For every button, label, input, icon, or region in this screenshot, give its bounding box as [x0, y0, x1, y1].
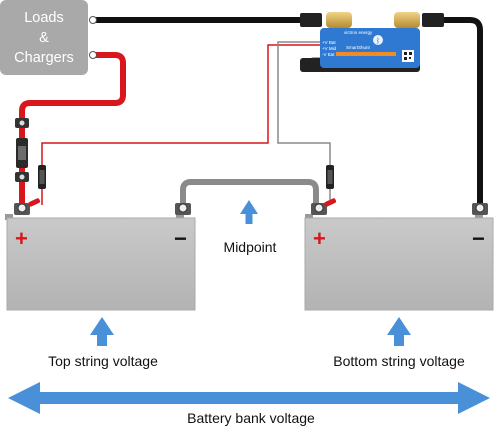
battery-1-minus-symbol: −	[174, 226, 187, 251]
loads-positive-terminal	[89, 51, 97, 59]
shunt-pin-vbat: +V Bat	[322, 40, 336, 45]
shunt-pin-vmid: +V Mid	[322, 46, 337, 51]
loads-chargers-box: Loads & Chargers	[0, 0, 97, 75]
battery-bank-double-arrow	[8, 382, 490, 414]
top-string-voltage-label: Top string voltage	[48, 353, 158, 369]
battery-1-negative-terminal	[175, 203, 191, 215]
midpoint-label: Midpoint	[224, 239, 277, 255]
negative-cable-right	[440, 17, 483, 205]
battery-2-positive-terminal	[311, 198, 337, 215]
shunt-brand: victron energy	[344, 30, 373, 35]
battery-2-negative-terminal	[472, 203, 488, 215]
battery-top-string: + −	[5, 198, 196, 311]
battery-bottom-string: + −	[304, 198, 494, 311]
sense-fuse-left	[38, 165, 46, 205]
shunt-pin-vbat-neg: -V Bat	[322, 52, 335, 57]
battery-2-minus-symbol: −	[472, 226, 485, 251]
bottom-string-arrow	[387, 317, 411, 346]
series-link-cable	[180, 179, 319, 205]
top-string-arrow	[90, 317, 114, 346]
battery-2-plus-symbol: +	[313, 226, 326, 251]
loads-negative-terminal	[89, 16, 97, 24]
shunt-bluetooth-icon	[373, 35, 383, 45]
bottom-string-voltage-label: Bottom string voltage	[333, 353, 465, 369]
battery-bank-voltage-label: Battery bank voltage	[187, 410, 315, 426]
shunt-bluetooth-glyph: ᛒ	[376, 37, 380, 45]
smartshunt: victron energy SmartShunt +V Bat +V Mid …	[300, 12, 444, 72]
battery-1-plus-symbol: +	[15, 226, 28, 251]
sense-wire-vmid	[277, 41, 331, 168]
chargers-label: Chargers	[14, 50, 74, 66]
shunt-qr-code	[402, 50, 414, 62]
main-fuse	[15, 118, 29, 182]
battery-1-positive-terminal	[14, 198, 41, 215]
loads-label: Loads	[24, 10, 64, 26]
ampersand-label: &	[39, 30, 49, 46]
sense-wire-vbat-plus	[41, 44, 322, 168]
positive-cable	[19, 52, 126, 205]
midpoint-arrow	[240, 200, 258, 224]
shunt-name: SmartShunt	[346, 45, 371, 50]
